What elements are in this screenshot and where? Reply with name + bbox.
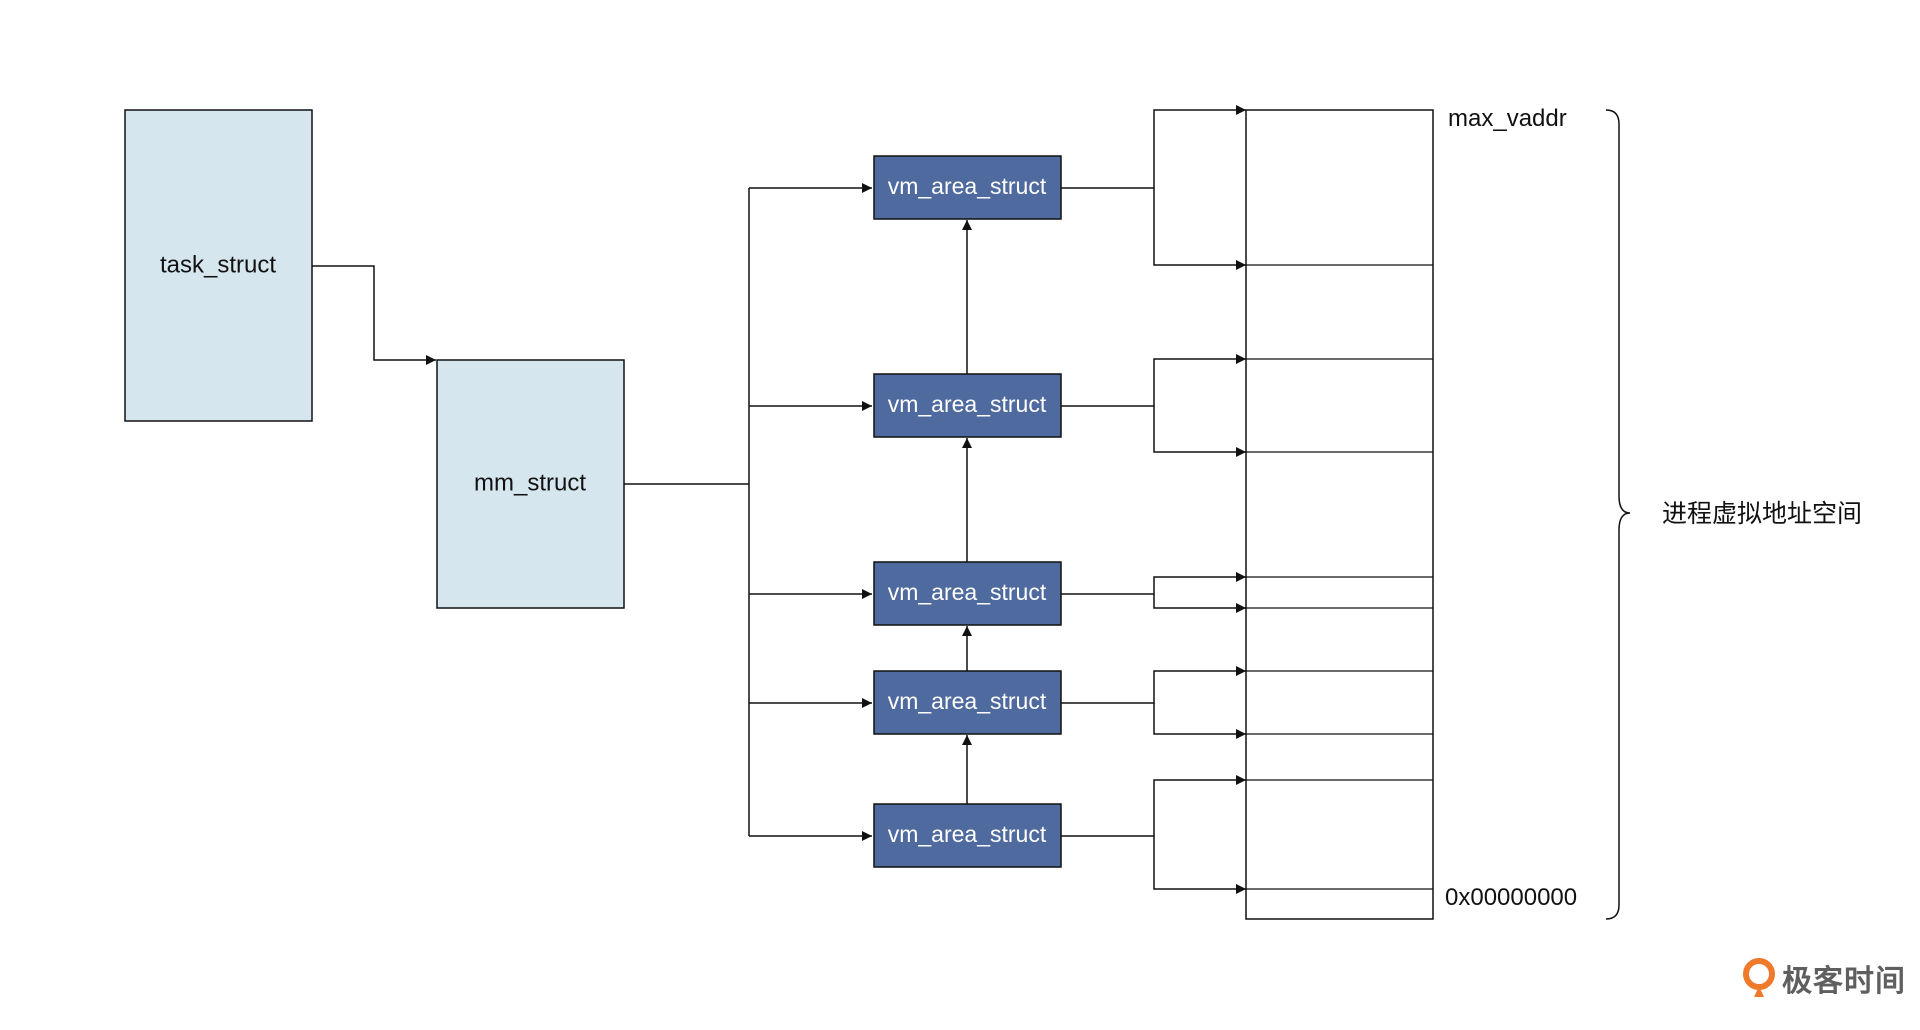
task-struct-label: task_struct <box>160 251 276 278</box>
vma-box-5 <box>873 803 1062 868</box>
vma-2-range-start-arrow <box>1061 354 1246 407</box>
vma-box-4 <box>873 670 1062 735</box>
mm-struct-label: mm_struct <box>474 469 586 496</box>
max-vaddr-label: max_vaddr <box>1448 105 1567 132</box>
vma-box-3 <box>873 561 1062 626</box>
vma-label-2: vm_area_struct <box>888 391 1047 417</box>
address-space-brace <box>1605 109 1631 920</box>
vma-1-range-start-arrow <box>1061 105 1246 189</box>
mm-struct-box <box>436 359 625 609</box>
address-space-column <box>1245 109 1434 920</box>
zero-address-label: 0x00000000 <box>1445 884 1577 911</box>
vma-label-5: vm_area_struct <box>888 821 1047 847</box>
brand-name: 极客时间 <box>1782 964 1906 999</box>
vma-label-1: vm_area_struct <box>888 173 1047 199</box>
vma-5-range-start-arrow <box>1061 775 1246 837</box>
vma-4-range-end-arrow <box>1153 703 1246 739</box>
task-struct-box <box>124 109 313 422</box>
vma-box-2 <box>873 373 1062 438</box>
vma-label-3: vm_area_struct <box>888 579 1047 605</box>
vma-label-4: vm_area_struct <box>888 688 1047 714</box>
vma-3-range-start-arrow <box>1061 572 1246 595</box>
vma-5-range-end-arrow <box>1153 836 1246 894</box>
vma-3-range-end-arrow <box>1153 594 1246 613</box>
brand-watermark: 极客时间 <box>1742 956 1906 1000</box>
geektime-logo-icon <box>1743 958 1775 997</box>
task-to-mm-connector <box>312 265 436 365</box>
vma-2-range-end-arrow <box>1153 406 1246 457</box>
vma-4-range-start-arrow <box>1061 666 1246 704</box>
address-space-brace-label: 进程虚拟地址空间 <box>1662 499 1862 528</box>
vma-1-range-end-arrow <box>1153 188 1246 270</box>
